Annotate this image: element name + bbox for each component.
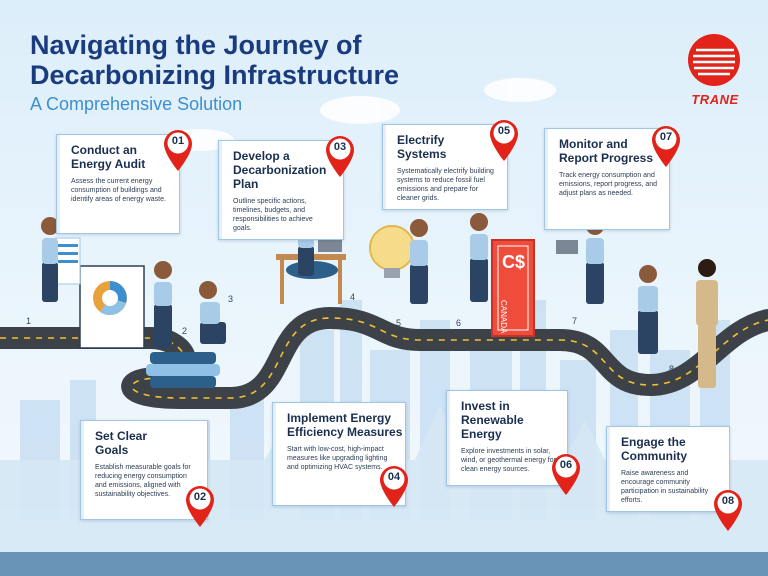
- page-title: Navigating the Journey of Decarbonizing …: [30, 30, 400, 90]
- road-marker: 5: [396, 318, 402, 328]
- step-pin-08: 08: [712, 488, 744, 532]
- road-marker: 1: [26, 316, 32, 326]
- step-description: Assess the current energy consumption of…: [71, 178, 166, 203]
- step-card-03: Develop a Decarbonization Plan Outline s…: [218, 140, 344, 240]
- step-title: Invest in Renewable Energy: [461, 399, 524, 441]
- map-pin-icon: [164, 130, 192, 171]
- country-sign-text: CANADA: [499, 300, 508, 334]
- road-marker: 3: [228, 294, 234, 304]
- step-number: 03: [333, 141, 347, 153]
- map-pin-icon: [326, 136, 354, 177]
- logo-mark-icon: [688, 34, 740, 86]
- people-figures: [41, 213, 718, 388]
- presentation-board-icon: [79, 265, 145, 349]
- map-pin-icon: [490, 120, 518, 161]
- step-pin-02: 02: [184, 484, 216, 528]
- road-marker: 7: [572, 316, 578, 326]
- step-title: Electrify Systems: [397, 133, 447, 161]
- road-marker: 6: [456, 318, 462, 328]
- step-card-07: Monitor and Report Progress Track energy…: [544, 128, 670, 230]
- step-description: Start with low-cost, high-impact measure…: [287, 446, 388, 471]
- step-number: 08: [721, 495, 735, 507]
- step-description: Outline specific actions, timelines, bud…: [233, 198, 313, 232]
- map-pin-icon: [714, 490, 742, 531]
- step-description: Raise awareness and encourage community …: [621, 470, 709, 504]
- road-marker: 8: [669, 364, 675, 374]
- map-pin-icon: [652, 126, 680, 167]
- map-pin-icon: [186, 486, 214, 527]
- logo-wordmark: TRANE: [691, 92, 739, 107]
- trane-logo: TRANE: [680, 34, 750, 114]
- step-title: Develop a Decarbonization Plan: [233, 149, 327, 191]
- step-pin-07: 07: [650, 124, 682, 168]
- step-title: Implement Energy Efficiency Measures: [287, 411, 403, 439]
- step-pin-03: 03: [324, 134, 356, 178]
- step-title: Monitor and Report Progress: [559, 137, 654, 165]
- step-card-08: Engage the Community Raise awareness and…: [606, 426, 730, 512]
- step-title: Set Clear Goals: [95, 429, 148, 457]
- step-card-05: Electrify Systems Systematically electri…: [382, 124, 508, 210]
- step-pin-06: 06: [550, 452, 582, 496]
- step-title: Engage the Community: [621, 435, 687, 463]
- map-pin-icon: [380, 466, 408, 507]
- step-description: Track energy consumption and emissions, …: [559, 172, 658, 197]
- step-number: 01: [171, 135, 185, 147]
- document-stack-icon: [55, 237, 81, 285]
- step-description: Explore investments in solar, wind, or g…: [461, 448, 556, 473]
- step-description: Establish measurable goals for reducing …: [95, 464, 191, 498]
- currency-sign: [491, 239, 535, 337]
- step-number: 05: [497, 125, 511, 137]
- step-pin-01: 01: [162, 128, 194, 172]
- book-pile-icon: [146, 352, 220, 388]
- step-number: 02: [193, 491, 207, 503]
- step-pin-04: 04: [378, 464, 410, 508]
- footer-band: [0, 552, 768, 576]
- page-subtitle: A Comprehensive Solution: [30, 94, 243, 114]
- road-marker: 4: [350, 292, 356, 302]
- step-card-06: Invest in Renewable Energy Explore inves…: [446, 390, 568, 486]
- step-number: 07: [659, 131, 673, 143]
- currency-symbol: C$: [502, 252, 526, 272]
- step-number: 06: [559, 459, 573, 471]
- road-marker: 2: [182, 326, 188, 336]
- step-card-01: Conduct an Energy Audit Assess the curre…: [56, 134, 180, 234]
- map-pin-icon: [552, 454, 580, 495]
- step-pin-05: 05: [488, 118, 520, 162]
- step-number: 04: [387, 471, 401, 483]
- laptop-icon: [556, 240, 578, 254]
- step-description: Systematically electrify building system…: [397, 168, 494, 202]
- light-bulb-icon: [369, 225, 415, 278]
- step-title: Conduct an Energy Audit: [71, 143, 146, 171]
